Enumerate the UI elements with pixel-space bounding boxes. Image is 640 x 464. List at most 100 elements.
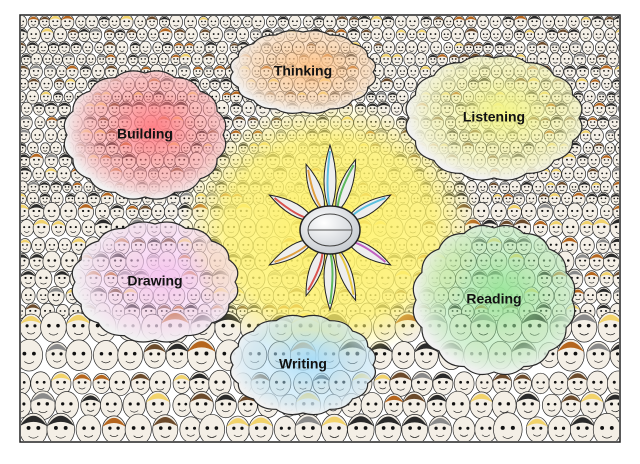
crowd-face (582, 40, 594, 55)
crowd-face (382, 27, 395, 43)
crowd-face (44, 166, 58, 182)
crowd-face (79, 64, 92, 79)
crowd-face (426, 392, 448, 418)
crowd-face (396, 89, 409, 105)
crowd-face (248, 414, 274, 441)
crowd-face (419, 64, 432, 79)
crowd-face (56, 165, 71, 183)
crowd-face (596, 286, 612, 305)
crowd-face (76, 53, 87, 66)
crowd-face (580, 16, 592, 29)
crowd-face (39, 16, 51, 29)
eye-hub-icon (299, 205, 361, 255)
crowd-face (605, 101, 618, 116)
crowd-face (473, 41, 484, 54)
crowd-face (548, 191, 561, 207)
crowd-face (443, 16, 454, 29)
crowd-face (209, 77, 221, 91)
crowd-face (506, 203, 522, 221)
crowd-face (294, 413, 322, 441)
crowd-face (557, 27, 569, 42)
crowd-face (209, 26, 223, 43)
crowd-face (29, 63, 43, 80)
crowd-face (192, 65, 204, 78)
crowd-face (612, 153, 619, 168)
crowd-face (569, 414, 596, 441)
crowd-face (199, 78, 211, 91)
cloud-writing: Writing (229, 314, 377, 416)
crowd-face (117, 340, 144, 371)
crowd-face (45, 341, 69, 369)
crowd-face (541, 393, 562, 417)
crowd-face (170, 53, 182, 66)
cloud-drawing: Drawing (71, 221, 239, 343)
crowd-face (586, 192, 598, 206)
crowd-face (618, 105, 619, 113)
hub-petal (323, 246, 337, 312)
crowd-face (198, 414, 226, 441)
crowd-face (375, 90, 387, 104)
crowd-face (563, 64, 577, 79)
crowd-face (612, 204, 619, 220)
crowd-face (601, 77, 613, 91)
crowd-face (115, 40, 129, 56)
crowd-face (104, 28, 115, 42)
crowd-face (220, 16, 232, 29)
crowd-face (21, 338, 43, 372)
crowd-face (596, 53, 608, 66)
crowd-face (477, 16, 490, 30)
crowd-face (493, 412, 523, 441)
crowd-face (575, 76, 589, 92)
crowd-face (87, 191, 101, 207)
crowd-face (158, 52, 170, 67)
crowd-face (596, 237, 610, 254)
crowd-face (29, 152, 44, 169)
crowd-face (502, 192, 514, 206)
crowd-face (579, 128, 592, 143)
crowd-face (21, 41, 27, 55)
crowd-face (104, 64, 118, 80)
crowd-face (251, 16, 265, 30)
crowd-face (105, 53, 117, 66)
crowd-face (21, 287, 36, 305)
crowd-face (404, 76, 417, 92)
crowd-face (443, 42, 454, 54)
crowd-face (100, 392, 123, 419)
crowd-face (53, 91, 64, 104)
crowd-face (193, 40, 206, 55)
crowd-face (555, 180, 568, 195)
crowd-face (402, 391, 426, 420)
crowd-face (599, 180, 612, 195)
crowd-face (582, 141, 594, 155)
crowd-face (488, 181, 499, 194)
crowd-face (213, 64, 227, 79)
crowd-face (322, 16, 337, 30)
crowd-face (187, 338, 216, 373)
cloud-writing-label: Writing (279, 356, 327, 372)
crowd-face (482, 41, 494, 55)
crowd-face (546, 27, 558, 42)
crowd-face (520, 180, 533, 195)
crowd-face (40, 142, 51, 155)
crowd-face (236, 27, 250, 43)
crowd-face (129, 41, 141, 55)
crowd-face (393, 77, 405, 91)
crowd-face (44, 152, 59, 169)
crowd-face (609, 341, 619, 369)
crowd-face (428, 415, 452, 441)
crowd-face (139, 40, 152, 55)
crowd-face (587, 53, 598, 66)
crowd-face (241, 100, 256, 117)
crowd-face (373, 372, 392, 395)
crowd-face (589, 78, 601, 91)
crowd-face (165, 341, 190, 369)
crowd-face (179, 52, 192, 67)
crowd-face (159, 16, 170, 29)
crowd-face (125, 204, 139, 220)
crowd-face (600, 153, 613, 168)
crowd-face (65, 218, 82, 238)
crowd-face (54, 391, 79, 420)
crowd-face (60, 201, 78, 222)
crowd-face (108, 16, 121, 29)
crowd-face (612, 287, 619, 304)
